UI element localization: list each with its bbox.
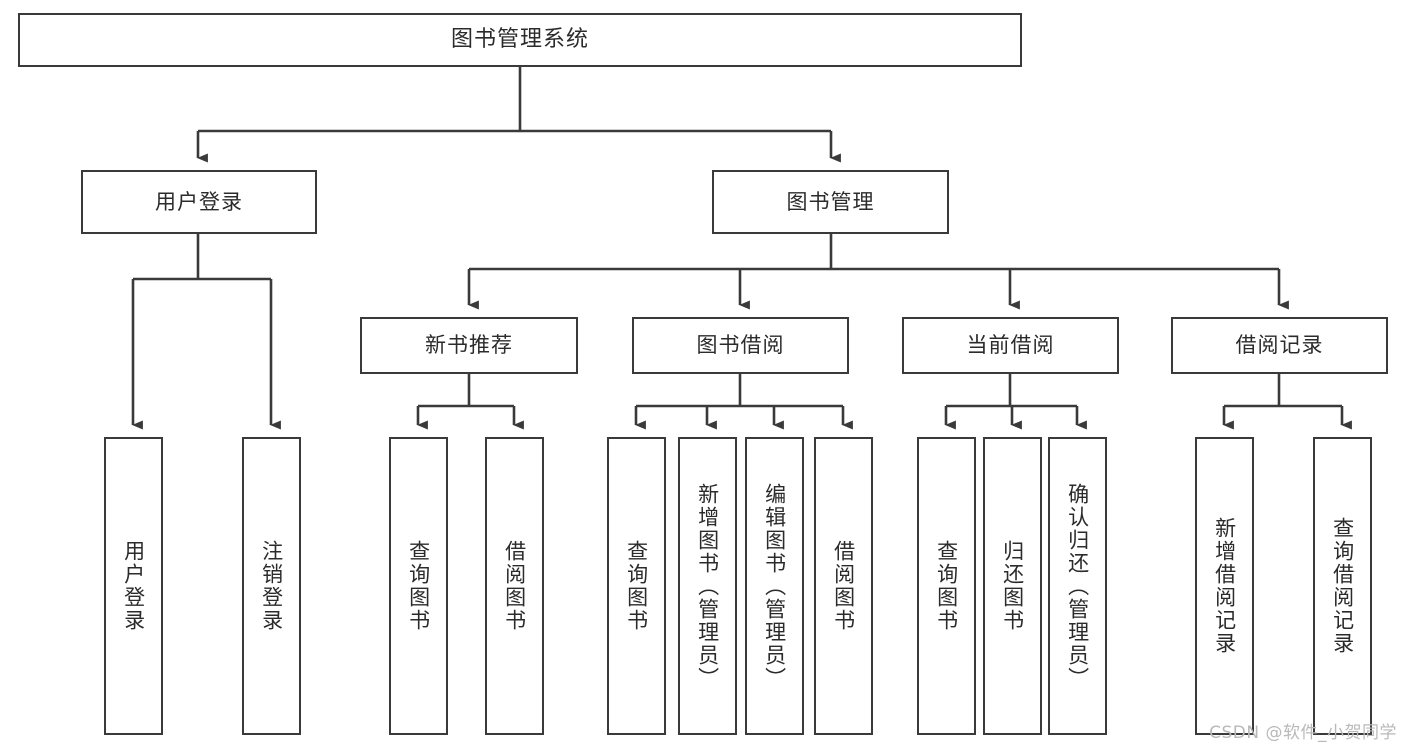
node-book-management[interactable]: 图书管理 <box>712 170 949 234</box>
node-label: 新增借阅记录 <box>1212 517 1237 655</box>
leaf-edit-book-admin[interactable]: 编辑图书（管理员） <box>745 437 804 735</box>
node-book-borrow[interactable]: 图书借阅 <box>632 317 849 374</box>
node-label: 借阅记录 <box>1235 333 1324 358</box>
leaf-add-borrow-record[interactable]: 新增借阅记录 <box>1195 437 1254 735</box>
node-root-book-management-system[interactable]: 图书管理系统 <box>18 13 1022 67</box>
node-label: 图书管理 <box>786 189 875 214</box>
node-label: 借阅图书 <box>502 540 527 632</box>
node-label: 确认归还（管理员） <box>1065 482 1090 690</box>
leaf-query-book-borrow[interactable]: 查询图书 <box>607 437 666 735</box>
leaf-return-book[interactable]: 归还图书 <box>983 437 1042 735</box>
node-current-borrow[interactable]: 当前借阅 <box>902 317 1119 374</box>
leaf-add-book-admin[interactable]: 新增图书（管理员） <box>678 437 737 735</box>
node-label: 查询图书 <box>934 540 959 632</box>
watermark: CSDN @软件_小贺同学 <box>1209 723 1397 743</box>
node-label: 归还图书 <box>1000 540 1025 632</box>
node-label: 借阅图书 <box>831 540 856 632</box>
node-label: 当前借阅 <box>966 333 1055 358</box>
node-label: 查询图书 <box>406 540 431 632</box>
node-label: 新书推荐 <box>425 333 513 358</box>
node-label: 注销登录 <box>259 540 284 632</box>
node-label: 图书借阅 <box>696 333 785 358</box>
node-label: 查询图书 <box>624 540 649 632</box>
node-new-book-recommend[interactable]: 新书推荐 <box>360 317 578 374</box>
leaf-confirm-return-admin[interactable]: 确认归还（管理员） <box>1048 437 1107 735</box>
leaf-borrow-book-recommend[interactable]: 借阅图书 <box>485 437 544 735</box>
leaf-query-book-current[interactable]: 查询图书 <box>917 437 976 735</box>
node-user-login[interactable]: 用户登录 <box>81 170 317 234</box>
node-label: 查询借阅记录 <box>1330 517 1355 655</box>
leaf-logout[interactable]: 注销登录 <box>242 437 301 735</box>
node-label: 新增图书（管理员） <box>695 482 720 690</box>
leaf-query-borrow-record[interactable]: 查询借阅记录 <box>1313 437 1372 735</box>
node-label: 图书管理系统 <box>450 27 589 53</box>
leaf-query-book-recommend[interactable]: 查询图书 <box>389 437 448 735</box>
node-label: 编辑图书（管理员） <box>762 482 787 690</box>
node-label: 用户登录 <box>121 540 146 632</box>
node-label: 用户登录 <box>155 189 243 214</box>
leaf-borrow-book[interactable]: 借阅图书 <box>814 437 873 735</box>
leaf-user-login[interactable]: 用户登录 <box>104 437 163 735</box>
node-borrow-record[interactable]: 借阅记录 <box>1171 317 1388 374</box>
